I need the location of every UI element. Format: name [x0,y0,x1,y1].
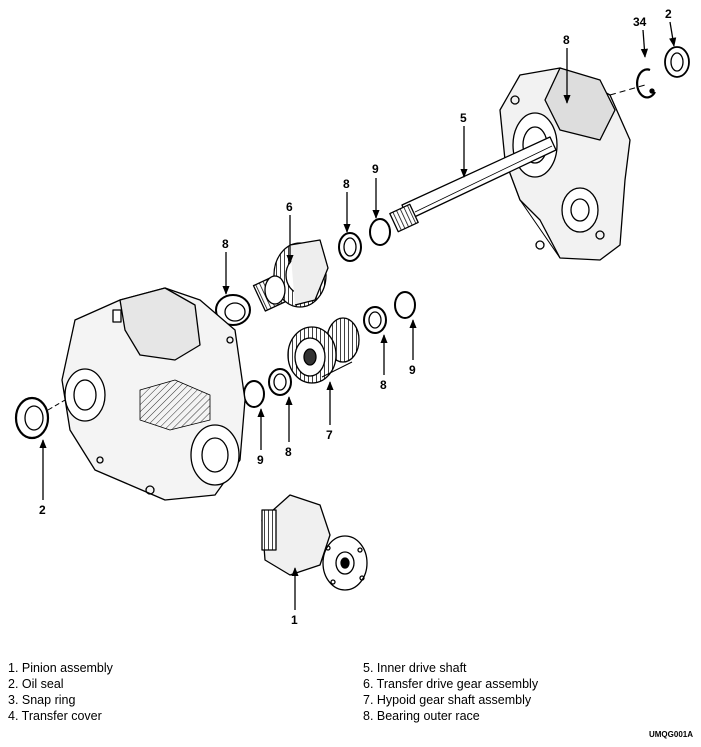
callout-34: 34 [633,15,647,29]
callout-8-left: 8 [222,237,229,251]
callout-2-top: 2 [665,7,672,21]
bearing-race-middle-right [363,306,387,334]
snap-ring-middle-right [394,291,416,319]
transfer-drive-gear [252,239,329,312]
callout-2-bottom: 2 [39,503,46,517]
figure-code: UMQG001A [648,730,693,739]
legend-item: 8. Bearing outer race [363,709,480,723]
callout-1: 1 [291,613,298,627]
bearing-race-upper-left [215,294,251,326]
callout-8-upper: 8 [343,177,350,191]
legend-item: 1. Pinion assembly [8,661,113,675]
bearing-race-lower-left [268,368,292,396]
callout-9-right: 9 [409,363,416,377]
callout-8-lower: 8 [285,445,292,459]
exploded-view-diagram: 1 2 2 34 5 6 7 8 8 8 8 8 9 9 9 [14,7,690,627]
inner-drive-shaft [389,136,557,233]
bearing-race-upper-right [338,232,362,262]
snap-ring-lower-left [243,380,265,408]
callout-7: 7 [326,428,333,442]
legend-item: 3. Snap ring [8,693,76,707]
transfer-case [61,287,246,501]
leader-34 [640,29,649,58]
legend-item: 6. Transfer drive gear assembly [363,677,539,691]
legend-item: 7. Hypoid gear shaft assembly [363,693,532,707]
legend-item: 2. Oil seal [8,677,64,691]
snap-ring-top [636,68,656,99]
callout-5: 5 [460,111,467,125]
pinion-assembly [261,494,368,591]
oil-seal-left [14,396,66,440]
legend-left-column: 1. Pinion assembly 2. Oil seal 3. Snap r… [8,660,113,724]
callout-8-top: 8 [563,33,570,47]
snap-ring-upper-right [369,218,391,246]
callout-9-lower: 9 [257,453,264,467]
callout-9-upper: 9 [372,162,379,176]
hypoid-gear-shaft [287,317,360,384]
oil-seal-top [664,46,690,78]
legend-item: 5. Inner drive shaft [363,661,467,675]
callout-8-right: 8 [380,378,387,392]
callout-6: 6 [286,200,293,214]
legend-item: 4. Transfer cover [8,709,102,723]
leader-2-top [669,21,677,47]
legend-right-column: 5. Inner drive shaft 6. Transfer drive g… [363,660,538,724]
